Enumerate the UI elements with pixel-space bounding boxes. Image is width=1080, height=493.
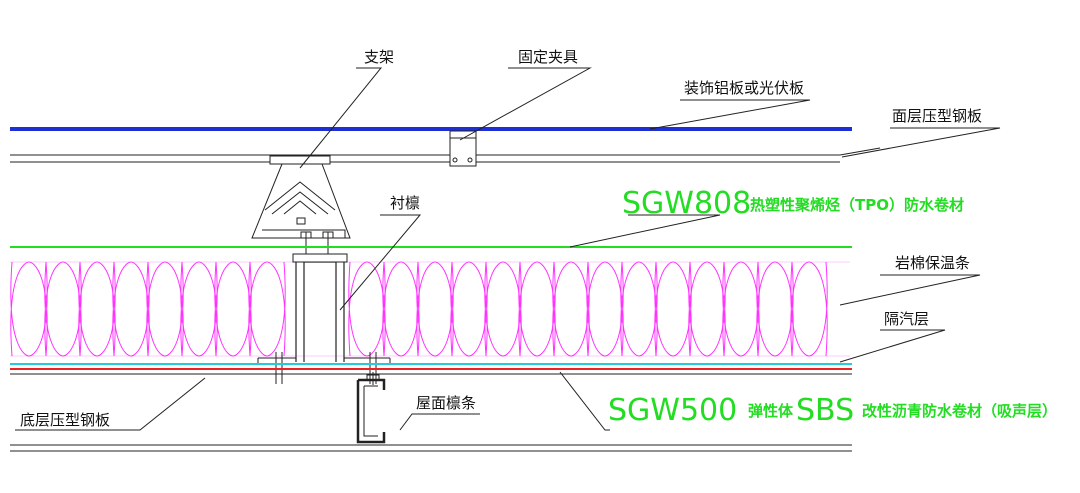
leader-lines xyxy=(15,67,1001,431)
label-vapor-barrier: 隔汽层 xyxy=(884,310,929,328)
surface-steel-sheet xyxy=(10,147,881,163)
insulation-coil xyxy=(722,261,760,357)
label-top-panel: 装饰铝板或光伏板 xyxy=(684,79,804,97)
insulation-coil xyxy=(382,261,420,357)
label-surface-steel: 面层压型钢板 xyxy=(892,107,982,125)
insulation-edge xyxy=(10,261,850,357)
label-rockwool: 岩棉保温条 xyxy=(895,254,970,272)
fixed-clamp xyxy=(449,130,477,167)
insulation-coil xyxy=(214,261,252,357)
insulation-coil xyxy=(518,261,556,357)
label-roof-purlin: 屋面檩条 xyxy=(416,394,476,412)
insulation-coil xyxy=(248,261,286,357)
insulation-coil xyxy=(416,261,454,357)
insulation-coil xyxy=(620,261,658,357)
label-tpo-desc: 热塑性聚烯烃（TPO）防水卷材 xyxy=(750,196,964,214)
label-bracket: 支架 xyxy=(364,48,394,66)
bottom-steel-sheet xyxy=(10,444,852,452)
roof-purlin xyxy=(356,372,386,444)
insulation-coil xyxy=(688,261,726,357)
insulation-coil xyxy=(790,261,828,357)
label-bottom-steel: 底层压型钢板 xyxy=(20,411,110,429)
label-sbs-desc-a: 弹性体 xyxy=(748,402,794,420)
insulation-coil xyxy=(450,261,488,357)
insulation-coil xyxy=(180,261,218,357)
insulation-coil xyxy=(10,261,48,357)
insulation-coil xyxy=(112,261,150,357)
insulation-coil xyxy=(348,261,386,357)
label-liner-purlin: 衬檩 xyxy=(390,194,420,212)
label-tpo-code: SGW808 xyxy=(622,186,751,221)
rockwool-insulation xyxy=(10,261,850,357)
insulation-coil xyxy=(552,261,590,357)
support-bracket xyxy=(251,155,351,258)
label-sbs-code: SGW500 xyxy=(608,393,737,428)
label-sbs-mid: SBS xyxy=(796,393,854,428)
insulation-coil xyxy=(586,261,624,357)
insulation-coil xyxy=(146,261,184,357)
label-clamp: 固定夹具 xyxy=(518,48,578,66)
insulation-coil xyxy=(756,261,794,357)
insulation-coil xyxy=(78,261,116,357)
insulation-coil xyxy=(654,261,692,357)
label-sbs-desc-b: 改性沥青防水卷材（吸声层） xyxy=(862,402,1057,420)
insulation-coil xyxy=(44,261,82,357)
insulation-coil xyxy=(484,261,522,357)
